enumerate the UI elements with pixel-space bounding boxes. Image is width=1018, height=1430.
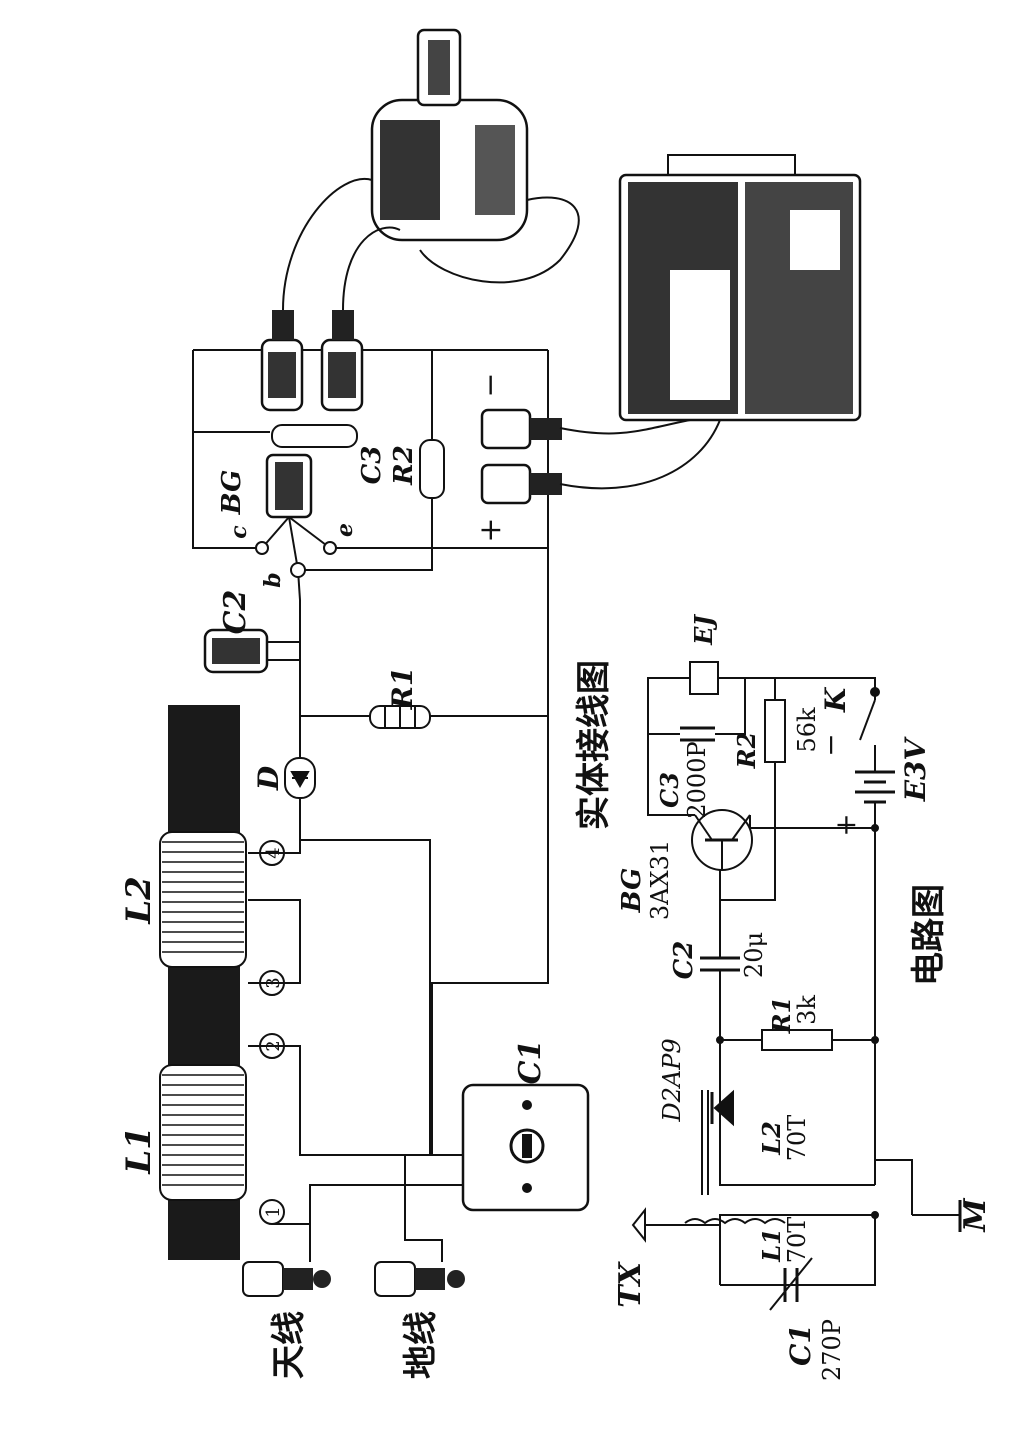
wiring-diagram <box>159 28 862 1297</box>
antenna-symbol <box>631 1207 646 1243</box>
label-d: D <box>252 765 285 791</box>
capacitor-c2 <box>203 628 300 674</box>
battery-post-plus <box>480 463 562 505</box>
label-sch-c2-value: 20μ <box>740 932 768 978</box>
label-battery-plus: + <box>473 517 508 542</box>
coil-l2 <box>159 831 247 968</box>
label-sch-l2: L2 <box>757 1121 786 1156</box>
label-sch-bg: BG <box>617 868 647 914</box>
label-sch-ej: EJ <box>689 614 718 646</box>
label-pin-b: b <box>260 572 286 587</box>
label-sch-diode: D2AP9 <box>658 1038 686 1122</box>
earphone-jack-2 <box>320 310 364 412</box>
label-pin-e: e <box>332 523 358 537</box>
schematic-labels: TX M C1 270P L1 70T L2 70T D2AP9 R1 3k C… <box>613 614 993 1381</box>
label-terminal-4: 4 <box>263 847 284 858</box>
label-c3: C3 <box>357 446 387 485</box>
label-m: M <box>958 1198 993 1233</box>
earphone <box>282 28 580 311</box>
antenna-post <box>242 1261 331 1297</box>
label-sch-minus: − <box>814 733 847 756</box>
coil-l1 <box>159 1064 247 1201</box>
label-terminal-2: 2 <box>263 1040 284 1051</box>
label-c2: C2 <box>218 590 253 635</box>
transistor-bg <box>255 453 337 578</box>
earphone-symbol <box>689 661 719 695</box>
resistor-r1 <box>369 705 431 729</box>
label-sch-bg-model: 3AX31 <box>646 840 674 920</box>
label-l1: L1 <box>119 1126 159 1175</box>
schematic-caption: 电路图 <box>909 884 949 986</box>
ground-post <box>374 1261 465 1297</box>
label-sch-r2: R2 <box>732 732 761 770</box>
trimmer-capacitor-c1 <box>461 1083 590 1212</box>
label-c1: C1 <box>513 1040 548 1085</box>
label-sch-k: K <box>819 686 852 713</box>
resistor-r2-symbol <box>764 699 786 763</box>
label-sch-l2-value: 70T <box>783 1115 811 1162</box>
transistor-symbol <box>691 809 753 871</box>
battery <box>559 154 862 490</box>
wiring-labels: L1 L2 1 2 3 4 天线 地线 C1 D R1 C2 BG c b e … <box>119 372 614 1379</box>
capacitor-c3 <box>271 424 358 448</box>
label-sch-r1: R1 <box>767 997 796 1035</box>
label-sch-c1: C1 <box>784 1324 817 1366</box>
label-sch-plus: + <box>829 813 862 836</box>
label-sch-c3-value: 2000P <box>683 741 711 818</box>
label-sch-l1: L1 <box>757 1228 786 1263</box>
resistor-r2 <box>419 439 445 499</box>
schematic <box>631 661 962 1311</box>
label-terminal-3: 3 <box>263 977 284 988</box>
battery-post-minus <box>480 408 562 450</box>
label-sch-battery: E3V <box>899 735 932 802</box>
capacitor-c3-symbol <box>680 726 715 742</box>
label-bg: BG <box>217 470 247 516</box>
label-r1: R1 <box>386 667 419 711</box>
label-l2: L2 <box>119 876 159 925</box>
label-sch-c3: C3 <box>655 772 684 808</box>
label-antenna: 天线 <box>269 1311 309 1379</box>
switch-symbol <box>859 687 880 760</box>
label-sch-r1-value: 3k <box>793 995 821 1025</box>
wiring-caption: 实体接线图 <box>574 660 614 830</box>
label-sch-r2-value: 56k <box>793 707 821 753</box>
label-pin-c: c <box>226 525 252 539</box>
label-sch-l1-value: 70T <box>783 1217 811 1264</box>
label-ground: 地线 <box>401 1311 441 1379</box>
label-r2: R2 <box>389 445 419 486</box>
label-sch-c1-value: 270P <box>818 1319 846 1381</box>
label-battery-minus: − <box>473 372 508 397</box>
label-sch-c2: C2 <box>669 941 699 980</box>
battery-symbol <box>855 770 895 804</box>
capacitor-c1-symbol <box>769 1257 813 1311</box>
label-tx: TX <box>613 1260 648 1307</box>
diode-symbol <box>710 1089 734 1127</box>
earphone-jack-1 <box>260 310 304 412</box>
coil-l1-symbol <box>684 1218 786 1225</box>
label-terminal-1: 1 <box>263 1206 284 1217</box>
diode-d <box>284 757 316 799</box>
capacitor-c2-symbol <box>700 956 740 972</box>
